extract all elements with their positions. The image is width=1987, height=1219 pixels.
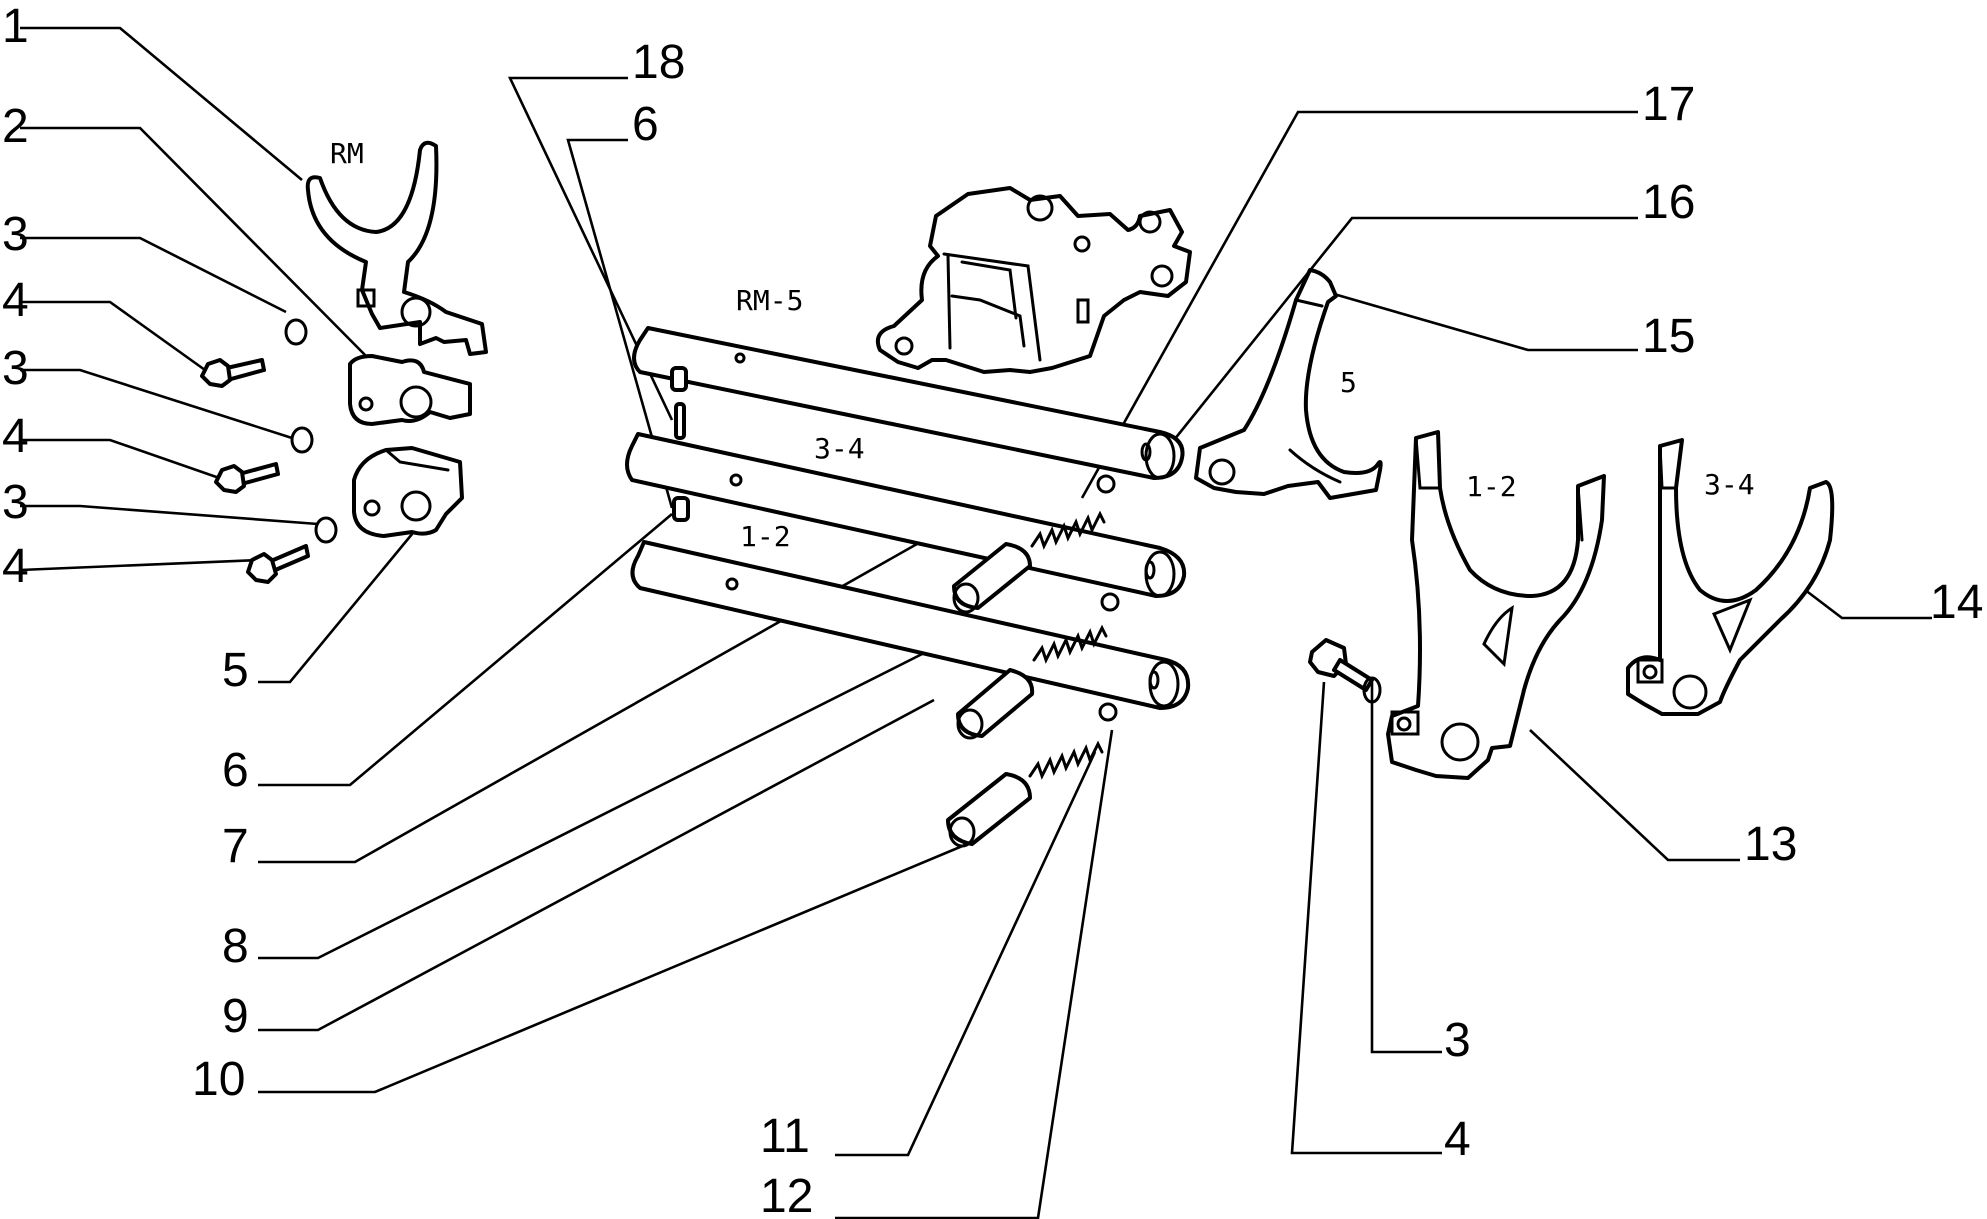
callout-4-b: 4	[2, 410, 29, 463]
callout-12: 12	[760, 1170, 813, 1219]
callout-6-a: 6	[222, 744, 249, 797]
label-12-fork: 1-2	[1466, 470, 1517, 503]
leader-lines	[19, 26, 1932, 1219]
callout-3-d: 3	[1444, 1014, 1471, 1067]
callout-9: 9	[222, 990, 249, 1043]
label-rm: RM	[330, 137, 364, 170]
fork-3-4: 3-4	[1626, 438, 1835, 716]
callout-2: 2	[2, 100, 29, 153]
bolts-left	[200, 358, 310, 584]
callout-16: 16	[1642, 176, 1695, 229]
shift-block-lower	[352, 446, 464, 538]
callout-3-b: 3	[2, 342, 29, 395]
shift-block-upper	[348, 354, 472, 426]
callout-5: 5	[222, 644, 249, 697]
callout-15: 15	[1642, 310, 1695, 363]
callout-3-c: 3	[2, 476, 29, 529]
washers-left	[284, 318, 338, 544]
callout-3-a: 3	[2, 208, 29, 261]
callout-18: 18	[632, 36, 685, 89]
callout-4-a: 4	[2, 274, 29, 327]
callout-14: 14	[1930, 576, 1983, 629]
label-5: 5	[1340, 366, 1357, 399]
label-rm5: RM-5	[736, 284, 803, 317]
callout-11: 11	[760, 1110, 810, 1163]
bolt-right	[1308, 638, 1382, 704]
selector-housing	[875, 186, 1192, 374]
detent-springs	[946, 474, 1120, 848]
callout-17: 17	[1642, 78, 1695, 131]
selector-rails: RM-5 3-4 1-2	[625, 284, 1191, 710]
callout-4-d: 4	[1444, 1113, 1471, 1166]
label-34: 3-4	[814, 432, 865, 465]
rm-fork: RM	[305, 137, 488, 356]
fork-5: 5	[1194, 268, 1383, 500]
callout-6-b: 6	[632, 98, 659, 151]
fork-1-2: 1-2	[1386, 430, 1606, 780]
callout-4-c: 4	[2, 540, 29, 593]
label-34-fork: 3-4	[1704, 468, 1755, 501]
interlock-pins	[670, 366, 690, 522]
callout-1: 1	[2, 0, 29, 53]
callout-10: 10	[192, 1053, 245, 1106]
callout-7: 7	[222, 820, 249, 873]
label-12-rail: 1-2	[740, 520, 791, 553]
callout-13: 13	[1744, 818, 1797, 871]
callout-8: 8	[222, 920, 249, 973]
